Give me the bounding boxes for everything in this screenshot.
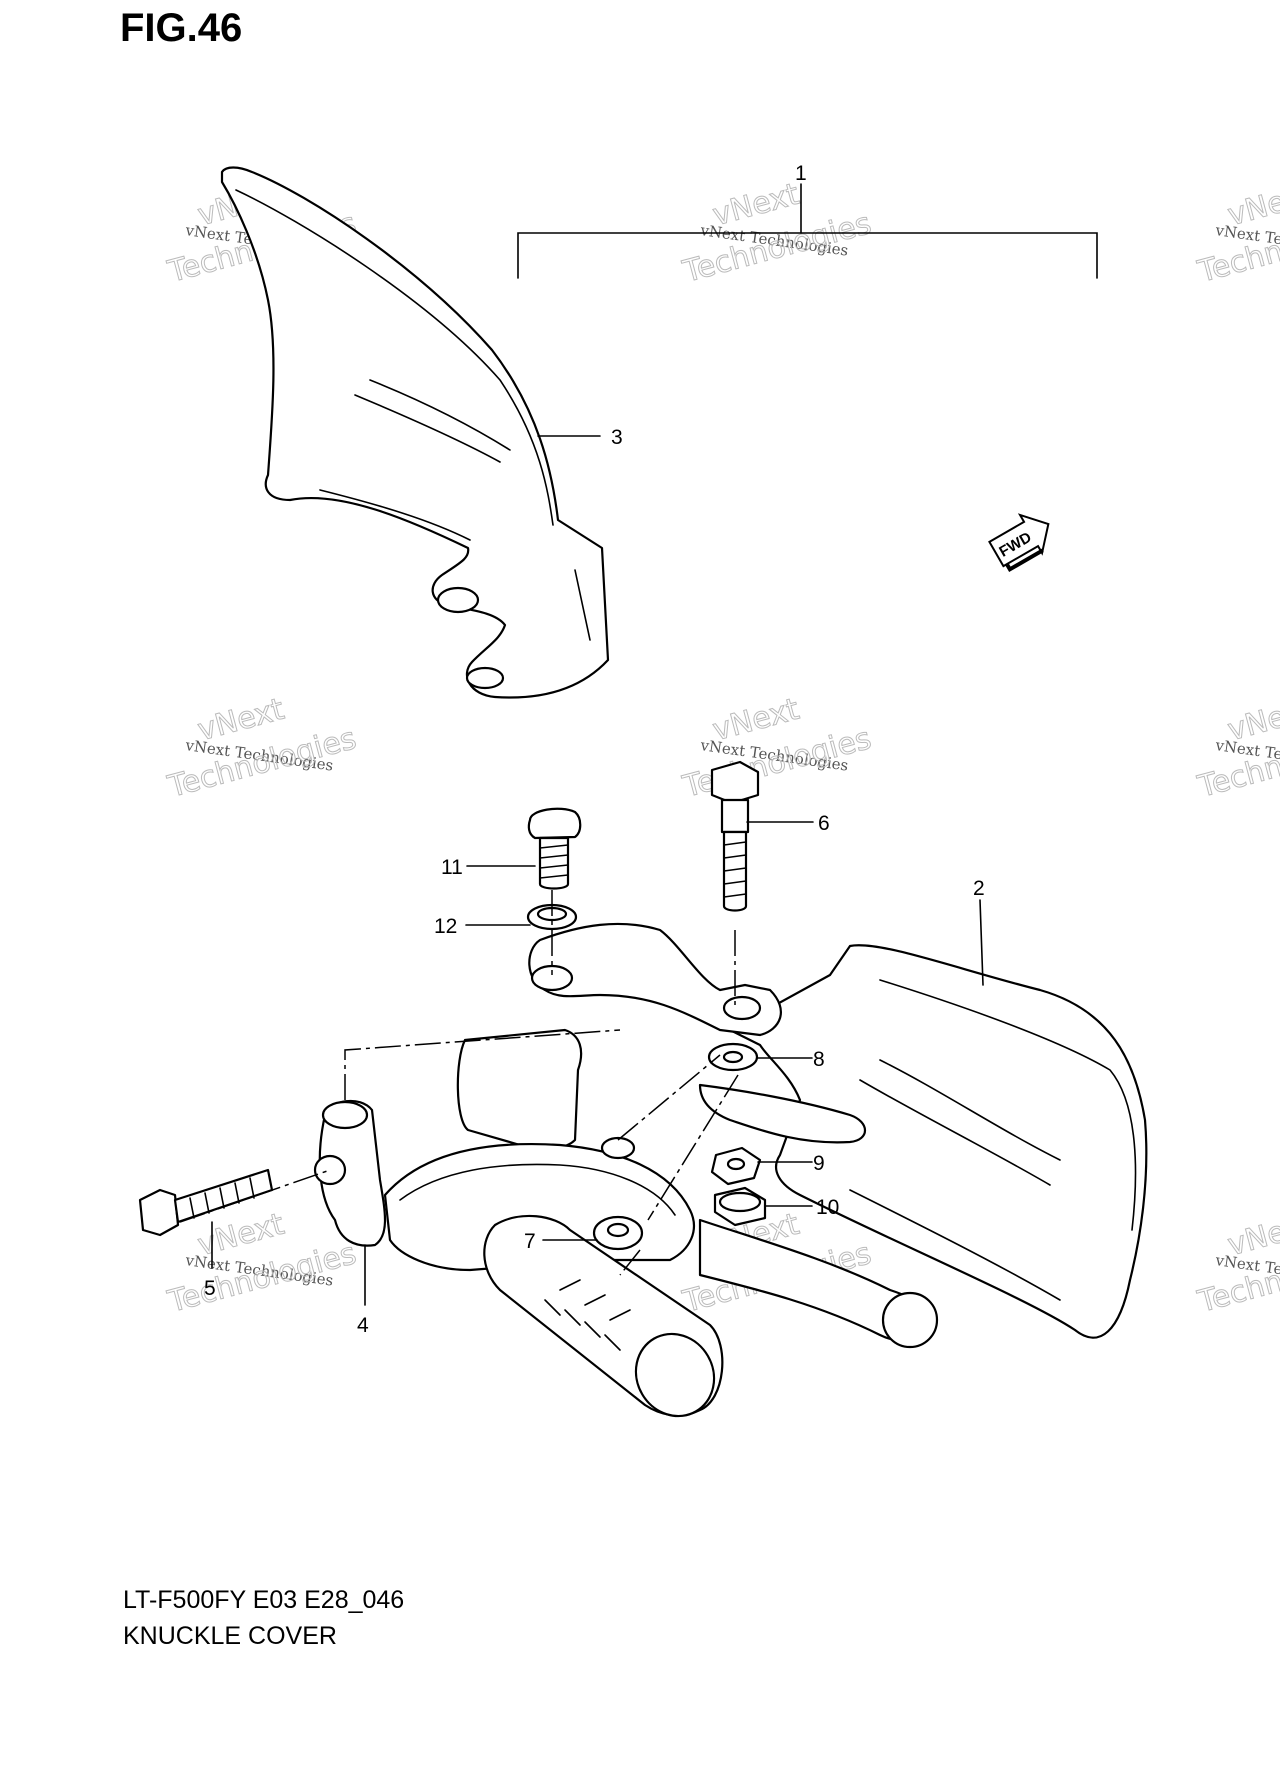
callout-3: 3 [611,426,623,449]
watermark-text: vNext [1224,177,1280,234]
knuckle-cover-left [220,166,610,699]
callout-8: 8 [813,1048,825,1071]
watermark: vNext Technologies vNext Technologies [1193,1206,1280,1320]
callout-7: 7 [524,1230,536,1253]
callout-5: 5 [204,1277,216,1300]
assembly-bracket [517,183,1098,279]
watermark-text: vNext [194,1207,288,1264]
callout-labels: 1 2 3 4 5 6 7 8 9 10 11 12 [204,162,985,1337]
bolt-6 [710,760,760,912]
nut-10 [713,1186,767,1227]
callout-2: 2 [973,877,985,900]
knuckle-cover-right [528,922,1148,1339]
watermark: vNext Technologies vNext Technologies [163,1206,360,1320]
assembly-lines [179,890,739,1276]
callout-1: 1 [795,162,807,185]
callout-12: 12 [434,915,457,938]
bolt-5 [138,1168,274,1237]
leader-lines [211,435,984,1306]
diagram-caption: KNUCKLE COVER [123,1622,337,1650]
callout-9: 9 [813,1152,825,1175]
watermark-text: vNext [1224,692,1280,749]
watermark-text: vNext [709,177,803,234]
watermark-text: vNext [709,692,803,749]
watermark: vNext Technologies vNext Technologies [1193,176,1280,290]
callout-11: 11 [441,856,463,879]
callout-4: 4 [357,1314,369,1337]
figure-title: FIG.46 [120,6,243,50]
fwd-arrow-icon: FWD [988,513,1050,573]
nut-9 [710,1146,762,1186]
callout-10: 10 [816,1196,839,1219]
watermark-text: vNext [194,692,288,749]
callout-6: 6 [818,812,830,835]
nut-7 [592,1215,644,1251]
watermark: vNext Technologies vNext Technologies [678,691,875,805]
bolt-11 [527,807,582,890]
watermark-text: vNext [1224,1207,1280,1264]
washer-8 [707,1042,759,1072]
watermark: vNext Technologies vNext Technologies [1193,691,1280,805]
model-code: LT-F500FY E03 E28_046 [123,1586,405,1614]
watermark: vNext Technologies vNext Technologies [163,691,360,805]
